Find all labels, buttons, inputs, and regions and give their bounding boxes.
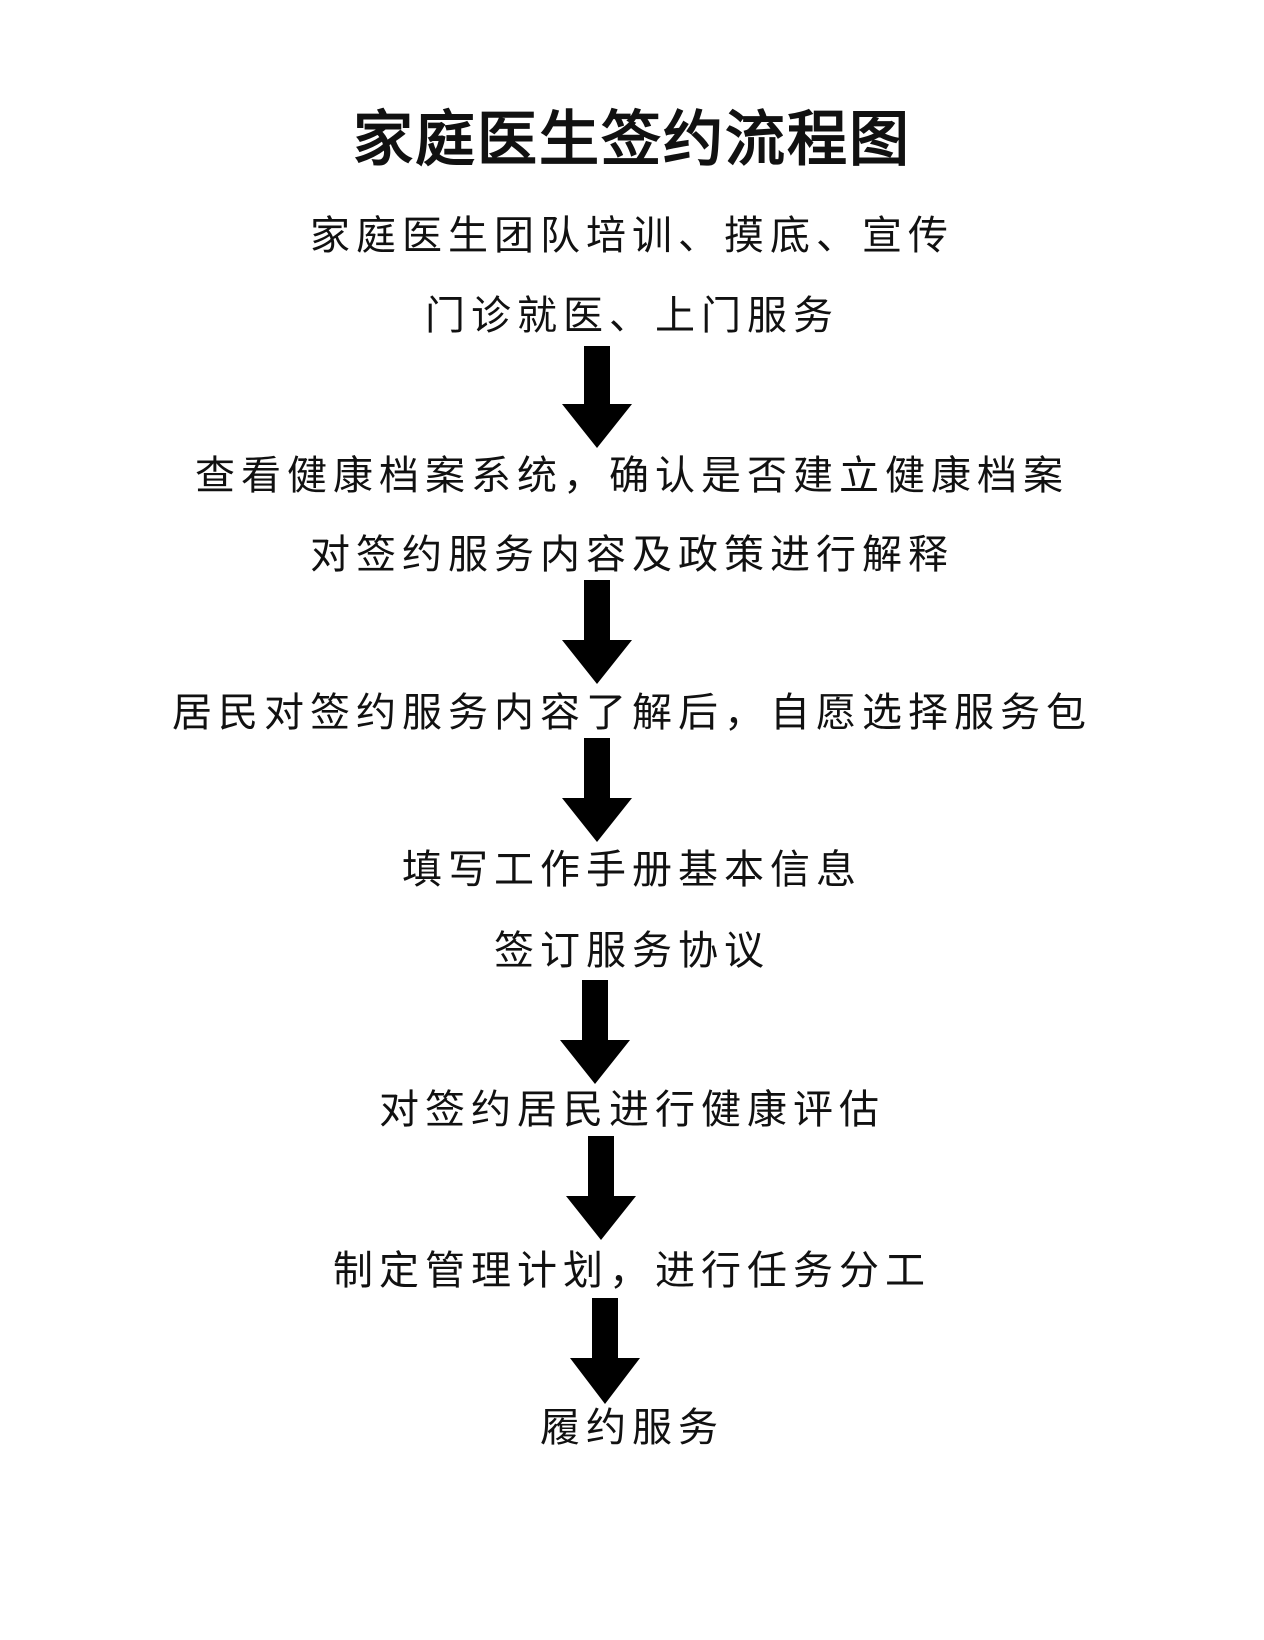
down-arrow-icon (562, 738, 632, 842)
down-arrow-icon (566, 1136, 636, 1240)
down-arrow-icon (562, 580, 632, 684)
step-6-line-1: 制定管理计划，进行任务分工 (333, 1248, 931, 1294)
step-5-line-1: 对签约居民进行健康评估 (379, 1087, 885, 1133)
down-arrow-icon (560, 980, 630, 1084)
step-1-line-1: 家庭医生团队培训、摸底、宣传 (310, 213, 954, 259)
step-3-line-1: 居民对签约服务内容了解后，自愿选择服务包 (172, 690, 1092, 736)
step-2-line-1: 查看健康档案系统，确认是否建立健康档案 (195, 453, 1069, 499)
step-2-line-2: 对签约服务内容及政策进行解释 (310, 532, 954, 578)
page-title: 家庭医生签约流程图 (353, 105, 911, 175)
step-4-line-2: 签订服务协议 (494, 928, 770, 974)
down-arrow-icon (570, 1298, 640, 1404)
step-7-line-1: 履约服务 (540, 1405, 724, 1451)
step-1-line-2: 门诊就医、上门服务 (425, 293, 839, 339)
down-arrow-icon (562, 346, 632, 448)
step-4-line-1: 填写工作手册基本信息 (402, 847, 862, 893)
